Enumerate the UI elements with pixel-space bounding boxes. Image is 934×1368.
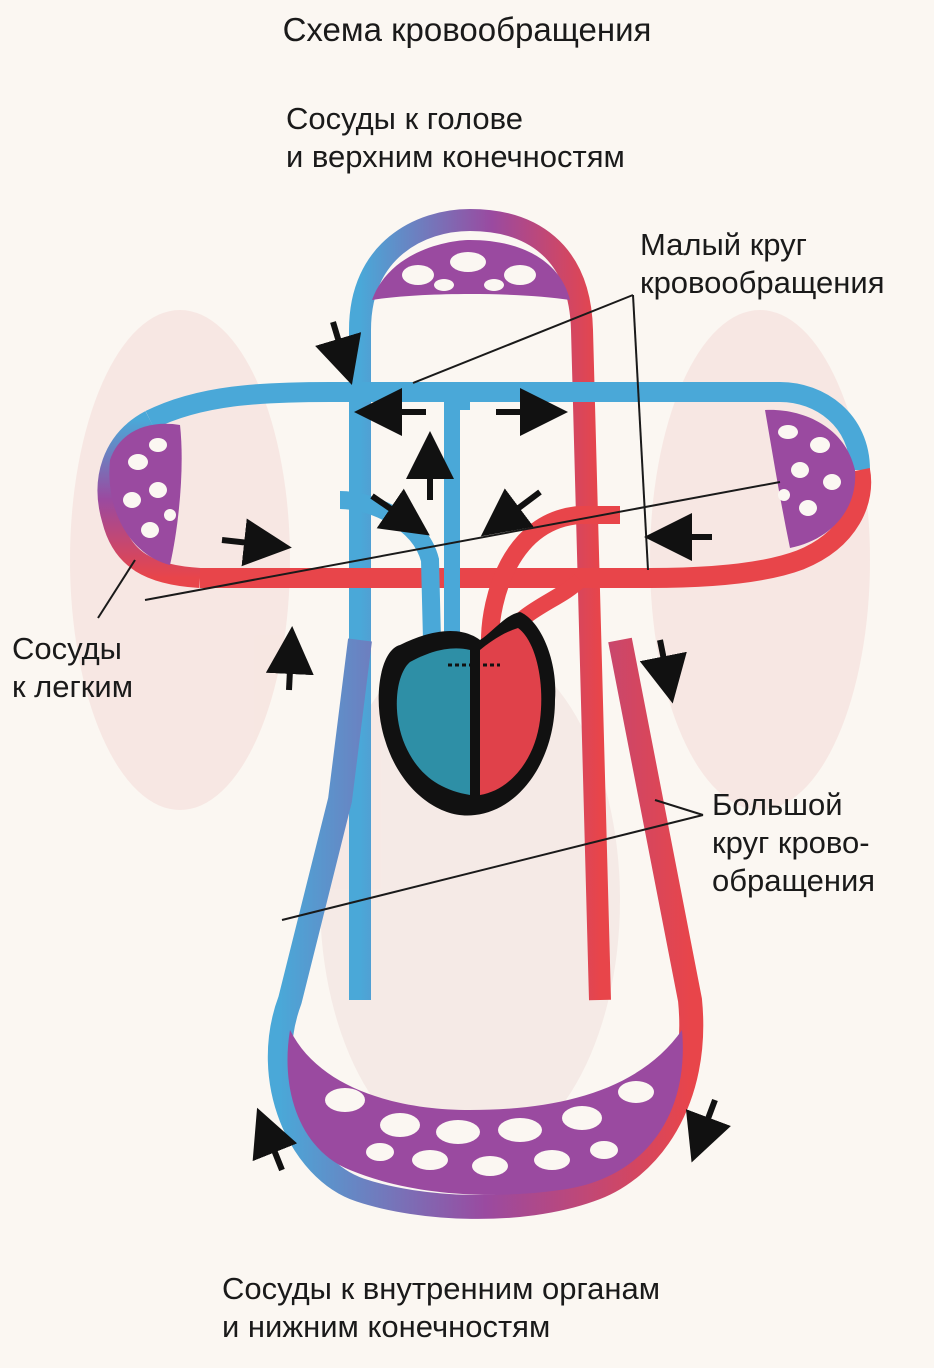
label-big-circle: Большой круг крово- обращения xyxy=(712,786,875,900)
label-line: Сосуды к внутренним органам xyxy=(222,1271,661,1306)
label-line: круг крово- xyxy=(712,825,870,860)
head-vessels xyxy=(349,209,611,1001)
label-line: Малый круг xyxy=(640,227,807,262)
label-line: Сосуды xyxy=(12,631,122,666)
diagram-title: Схема кровообращения xyxy=(282,11,652,48)
label-line: и нижним конечностям xyxy=(222,1309,551,1344)
label-small-circle: Малый круг кровообращения xyxy=(640,226,885,302)
lung-vessels xyxy=(97,382,872,588)
label-line: Большой xyxy=(712,787,843,822)
label-line: и верхним конечностям xyxy=(286,139,625,174)
heart-icon xyxy=(378,612,556,816)
arrow-icon xyxy=(221,321,731,1172)
label-head-vessels: Сосуды к голове и верхним конечностям xyxy=(286,100,625,176)
label-line: кровообращения xyxy=(640,265,885,300)
organ-vessels xyxy=(267,637,704,1219)
label-line: Сосуды к голове xyxy=(286,101,523,136)
label-line: к легким xyxy=(12,669,134,704)
leader-lines xyxy=(97,294,781,921)
label-organ-vessels: Сосуды к внутренним органам и нижним кон… xyxy=(222,1270,660,1346)
label-lung-vessels: Сосуды к легким xyxy=(12,630,133,706)
label-line: обращения xyxy=(712,863,876,898)
